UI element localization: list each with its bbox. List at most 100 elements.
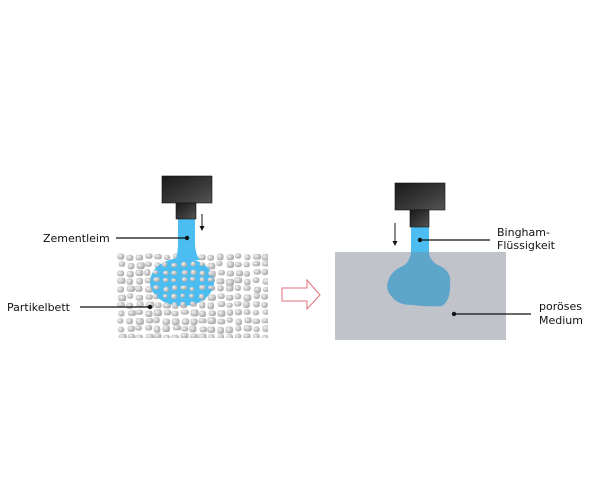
particle <box>261 335 268 338</box>
particle <box>180 301 186 306</box>
particle <box>135 309 144 315</box>
particle <box>262 287 268 292</box>
particle <box>226 261 234 268</box>
particle <box>243 294 252 301</box>
particle <box>225 278 234 286</box>
particle <box>145 318 154 324</box>
particle <box>190 309 199 317</box>
particle <box>163 294 168 299</box>
particle <box>126 302 134 309</box>
particle <box>162 278 169 282</box>
paste-region <box>150 258 214 306</box>
particle <box>135 325 142 331</box>
particle <box>235 325 242 332</box>
particle <box>145 325 153 331</box>
nozzle-tip <box>175 202 197 220</box>
particle <box>199 285 206 290</box>
particle <box>190 318 198 326</box>
particle <box>180 293 185 298</box>
particle <box>189 293 194 298</box>
particle <box>262 325 268 332</box>
particle <box>136 301 144 308</box>
particle <box>226 302 233 308</box>
particle <box>252 310 259 316</box>
particle <box>135 269 144 276</box>
particle <box>118 261 126 267</box>
particle <box>171 263 178 268</box>
particle <box>162 261 168 268</box>
particle <box>243 261 250 268</box>
particle <box>154 302 162 309</box>
particle <box>136 277 143 285</box>
particle <box>261 269 268 276</box>
particle <box>153 277 160 282</box>
particle <box>189 277 196 281</box>
particle <box>217 301 226 307</box>
particle <box>144 261 152 267</box>
particle <box>153 285 160 290</box>
particle <box>135 334 143 338</box>
particle <box>144 269 151 276</box>
particle <box>171 278 177 283</box>
particle <box>262 278 268 285</box>
particle <box>126 318 133 325</box>
particle <box>171 310 179 317</box>
particle <box>118 294 127 302</box>
particle <box>171 318 180 325</box>
particle <box>126 278 133 285</box>
label-medium-line2: Medium <box>539 314 583 327</box>
particle <box>234 262 242 268</box>
particle <box>163 309 172 316</box>
particle <box>252 277 260 283</box>
particle <box>253 293 260 299</box>
particle <box>262 309 268 315</box>
particle <box>235 318 242 326</box>
particle <box>172 302 178 306</box>
particle <box>127 293 134 299</box>
particle <box>163 286 169 293</box>
particle <box>127 325 135 332</box>
particle <box>234 333 242 338</box>
particle <box>199 277 205 283</box>
particle <box>198 294 205 300</box>
label-bingham-line2: Flüssigkeit <box>497 239 556 252</box>
particle <box>234 293 242 300</box>
particle <box>117 270 125 277</box>
particle <box>198 318 207 324</box>
particle <box>135 285 143 292</box>
particle <box>216 278 225 285</box>
particle <box>244 317 252 324</box>
particle <box>163 254 171 260</box>
particle <box>234 309 242 316</box>
particle <box>180 309 189 315</box>
particle <box>216 261 223 267</box>
particle <box>171 270 177 276</box>
particle <box>217 293 225 299</box>
particle <box>208 310 216 317</box>
particle <box>261 261 268 267</box>
particle <box>207 254 215 261</box>
particle <box>171 285 178 291</box>
particle <box>261 302 268 308</box>
particle <box>126 254 134 261</box>
particle <box>162 325 170 332</box>
particle <box>252 254 262 260</box>
particle <box>208 334 215 338</box>
nozzle-tip <box>409 209 430 228</box>
particle <box>162 318 170 325</box>
label-partikelbett: Partikelbett <box>7 301 71 314</box>
particle <box>154 254 162 260</box>
particle <box>127 333 136 338</box>
particle <box>189 333 198 338</box>
particle <box>145 310 153 317</box>
fluid-spread <box>387 252 451 307</box>
particle <box>243 333 251 338</box>
particle <box>225 326 234 334</box>
particle <box>216 253 224 261</box>
particle <box>253 286 261 293</box>
particle <box>117 253 125 260</box>
particle <box>244 278 251 286</box>
particle <box>234 277 243 284</box>
particle <box>226 285 234 292</box>
